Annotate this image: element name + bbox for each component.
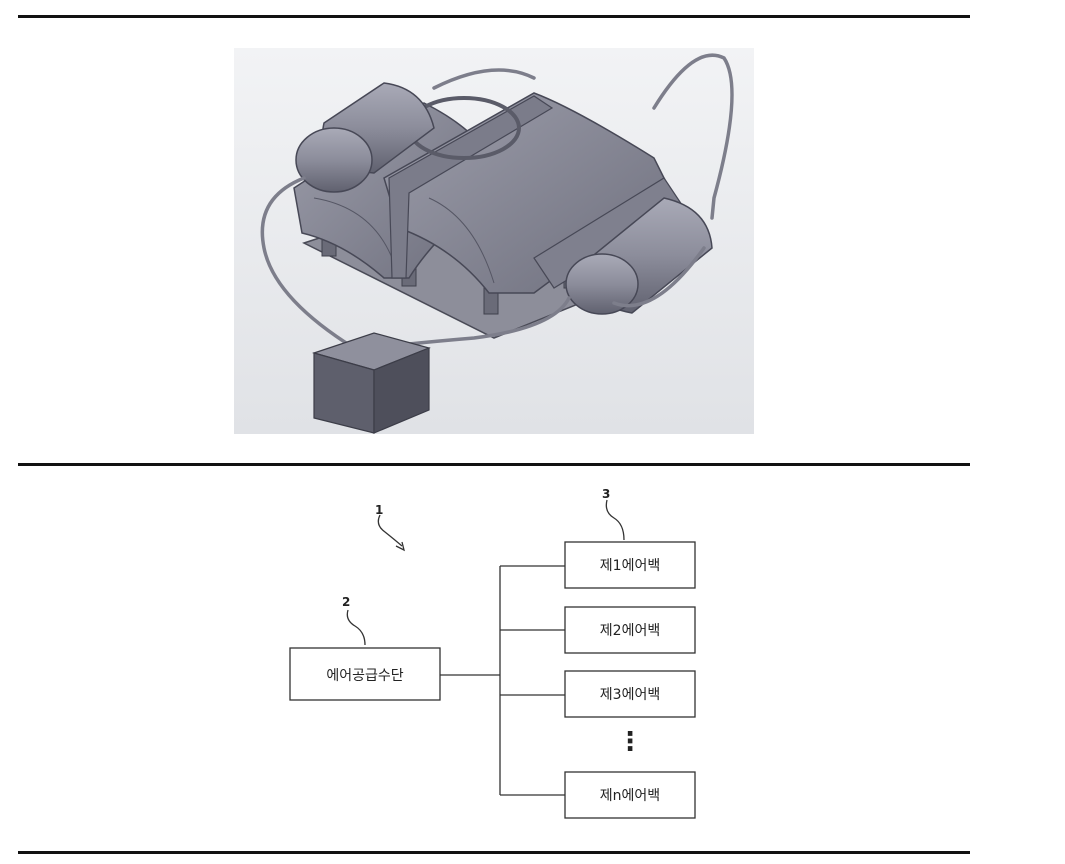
supply-ref-leader xyxy=(346,609,366,646)
bags-ref-leader xyxy=(605,499,625,541)
bags-ref-number: 3 xyxy=(602,487,610,501)
left-air-tank xyxy=(295,82,435,193)
air-system-block-diagram: 1 2 3 에어공급수단 제1에어백 제2에어백 제3에어백 제n에어백 ⋮ xyxy=(289,487,696,819)
air-bag-2-label: 제2에어백 xyxy=(600,623,660,639)
bottom-rule xyxy=(18,851,970,854)
supply-ref-number: 2 xyxy=(342,595,350,609)
air-supply-unit-label: 에어공급수단 xyxy=(326,668,403,684)
system-ref-arrowhead xyxy=(395,541,405,552)
system-ref-leader xyxy=(377,514,403,547)
air-bag-1-box xyxy=(564,541,696,589)
center-divider xyxy=(388,95,554,279)
top-rule xyxy=(18,15,970,18)
right-air-tank xyxy=(565,197,713,315)
device-render-image xyxy=(234,48,754,434)
air-bag-3-box xyxy=(564,670,696,718)
air-bag-n-label: 제n에어백 xyxy=(600,788,660,804)
air-bag-n-box xyxy=(564,771,696,819)
more-bags-ellipsis: ⋮ xyxy=(617,727,643,757)
air-supply-unit-box xyxy=(289,647,441,701)
air-bag-1-label: 제1에어백 xyxy=(600,558,660,574)
air-bag-2-box xyxy=(564,606,696,654)
air-bag-3-label: 제3에어백 xyxy=(600,687,660,703)
middle-rule xyxy=(18,463,970,466)
system-ref-number: 1 xyxy=(375,503,383,517)
air-supply-box xyxy=(311,332,431,434)
air-hoses xyxy=(260,53,734,350)
